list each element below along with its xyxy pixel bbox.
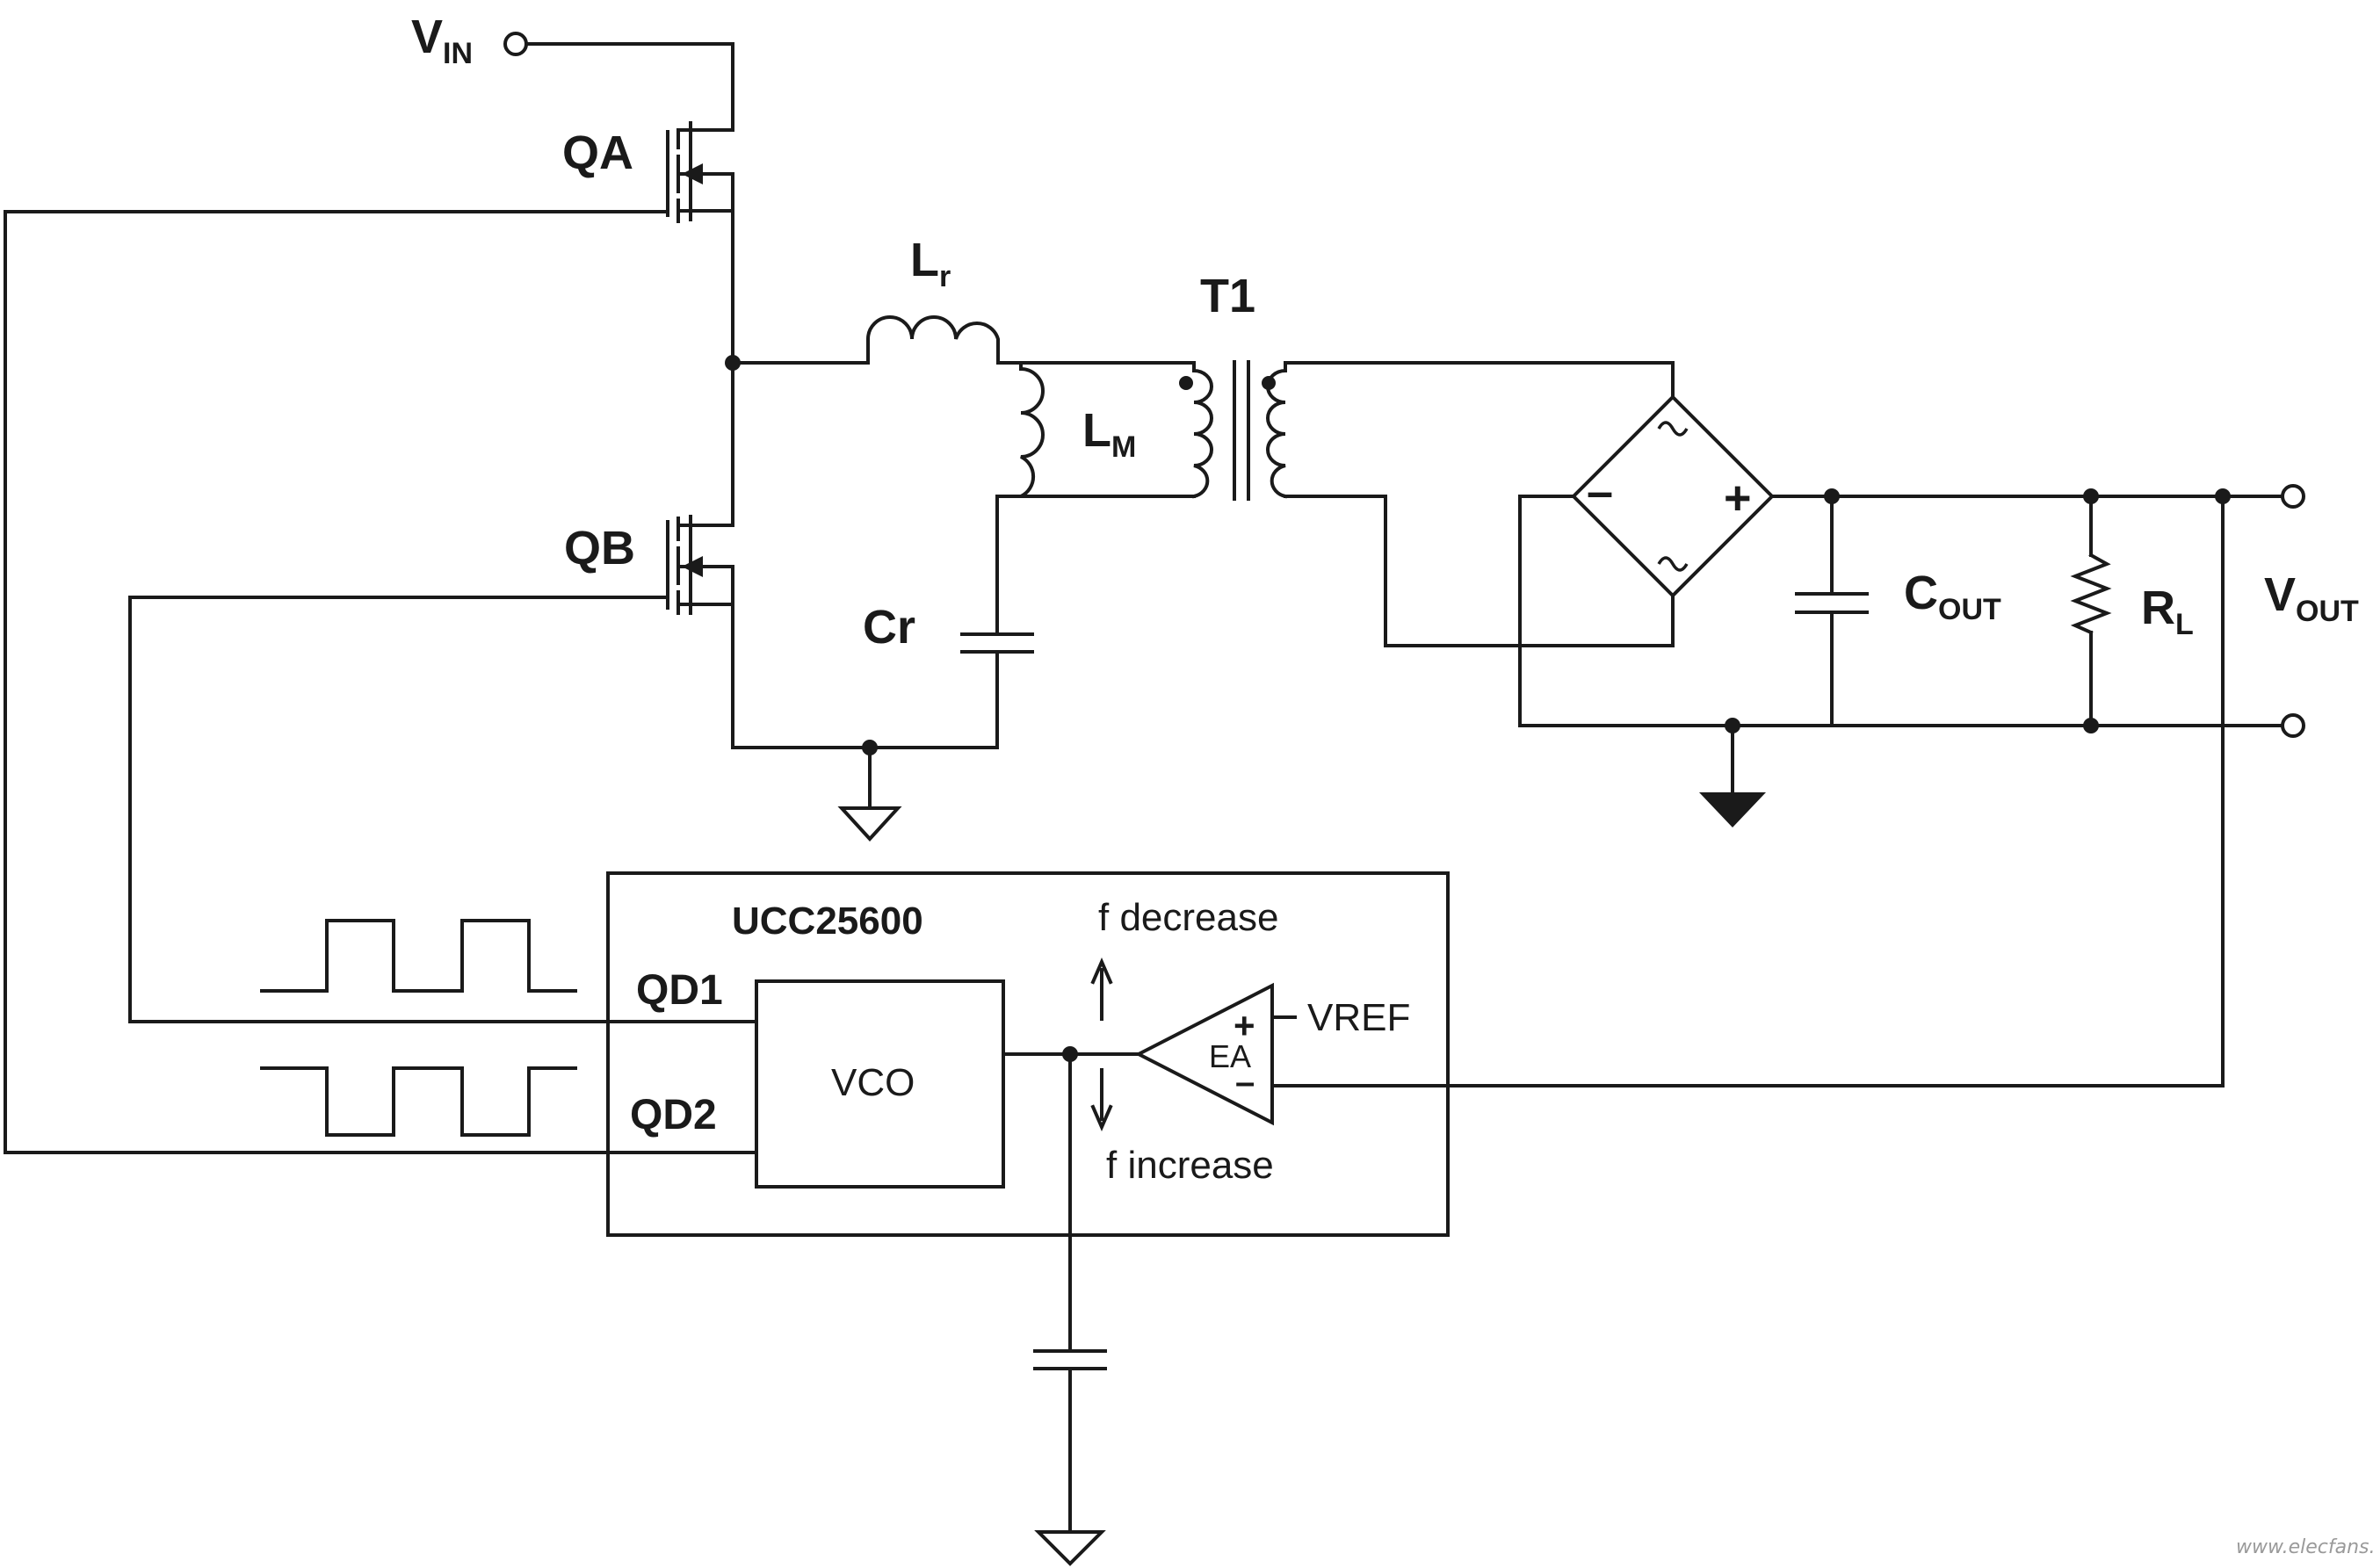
f-decrease-arrow (1090, 957, 1113, 1021)
qd1-waveform (260, 919, 577, 993)
qa-label: QA (562, 126, 633, 179)
f-decrease-label: f decrease (1098, 896, 1278, 939)
vco-label: VCO (831, 1061, 915, 1104)
capacitor-cout (1795, 495, 1869, 727)
ea-minus-label: – (1235, 1063, 1255, 1102)
ea-plus-label: + (1234, 1005, 1255, 1046)
qd1-label: QD1 (636, 967, 723, 1014)
rl-label: RL (2141, 582, 2194, 641)
inductor-lr (866, 315, 1000, 365)
qd1-gate-drive-wire (128, 596, 758, 1023)
vref-label: VREF (1307, 996, 1410, 1039)
compensation-capacitor (1033, 1052, 1107, 1534)
inductor-lm (996, 361, 1045, 498)
controller-name: UCC25600 (732, 900, 923, 943)
f-increase-label: f increase (1106, 1144, 1274, 1187)
capacitor-cr (960, 495, 1034, 749)
vout-negative-terminal (2281, 713, 2305, 738)
cout-label: COUT (1904, 567, 2001, 626)
transformer-t1 (1179, 360, 1288, 501)
lm-label: LM (1082, 404, 1136, 464)
primary-ground-symbol (837, 746, 902, 842)
vin-label: VIN (411, 11, 473, 70)
qd2-label: QD2 (630, 1092, 717, 1138)
ucc25600-controller-box (606, 871, 1450, 1237)
t1-label: T1 (1200, 270, 1255, 322)
vin-terminal (503, 32, 734, 132)
secondary-ground-symbol (1699, 724, 1766, 827)
mosfet-qb (666, 515, 734, 615)
mosfet-qa (666, 121, 734, 223)
vout-positive-terminal (2281, 484, 2305, 509)
qb-label: QB (564, 522, 635, 574)
ea-label: EA (1209, 1038, 1251, 1074)
controller-ground-symbol (1034, 1530, 1106, 1566)
bridge-minus-label: – (1587, 466, 1613, 518)
watermark-text: www.elecfans.com (2236, 1536, 2373, 1558)
qd2-gate-drive-wire (4, 210, 758, 1154)
resistor-rl (2070, 495, 2112, 727)
vco-block (755, 979, 1005, 1189)
error-amplifier-ea (1134, 982, 1274, 1126)
cr-label: Cr (863, 601, 915, 654)
vout-label: VOUT (2264, 568, 2359, 628)
lr-label: Lr (910, 234, 951, 293)
feedback-wire (1270, 495, 2225, 1087)
bridge-rectifier (1571, 394, 1775, 598)
bridge-plus-label: + (1724, 472, 1752, 524)
qd2-waveform (260, 1066, 577, 1137)
f-increase-arrow (1090, 1068, 1113, 1132)
